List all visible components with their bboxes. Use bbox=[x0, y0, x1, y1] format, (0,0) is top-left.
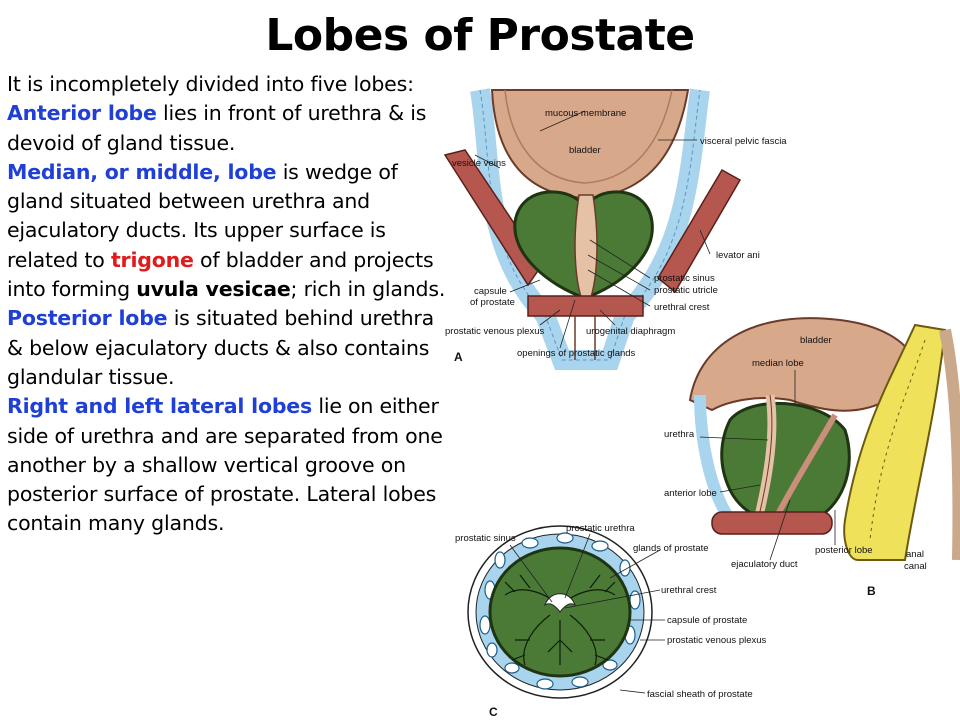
median-lobe-paragraph: Median, or middle, lobe is wedge of glan… bbox=[7, 158, 452, 304]
fig-a-label-venous-plexus: prostatic venous plexus bbox=[445, 326, 545, 337]
fig-a-leader-plexus bbox=[539, 309, 561, 326]
slide-title: Lobes of Prostate bbox=[265, 10, 695, 61]
fig-a-leader-openings bbox=[559, 299, 576, 349]
fig-a-membranous-urethra bbox=[574, 316, 596, 360]
fig-a-leader-levator bbox=[699, 229, 711, 255]
fig-c-leader-sinus bbox=[509, 544, 553, 603]
fig-c-label-capsule: capsule of prostate bbox=[667, 615, 747, 626]
fig-c-label-urethral-crest: urethral crest bbox=[661, 585, 717, 596]
fig-a-label-prostatic-utricle: prostatic utricle bbox=[654, 285, 718, 296]
posterior-lobe-text: is situated behind urethra & below ejacu… bbox=[7, 306, 434, 389]
fig-b-label-bladder: bladder bbox=[800, 335, 832, 346]
fig-b-rectum-folds bbox=[869, 339, 926, 541]
figure-c: prostatic sinus prostatic urethra glands… bbox=[455, 523, 767, 719]
posterior-lobe-paragraph: Posterior lobe is situated behind urethr… bbox=[7, 304, 452, 392]
fig-a-label-visceral-fascia: visceral pelvic fascia bbox=[700, 136, 787, 147]
lateral-lobes-term: Right and left lateral lobes bbox=[7, 394, 313, 419]
fig-a-label-capsule-2: of prostate bbox=[470, 297, 515, 308]
fig-b-label-posterior-lobe: posterior lobe bbox=[815, 545, 873, 556]
fig-a-label-vesicle-veins: vesicle veins bbox=[452, 158, 506, 169]
fig-a-label-levator-ani: levator ani bbox=[716, 250, 760, 261]
fig-a-urogenital-diaphragm bbox=[527, 295, 644, 317]
fig-c-letter: C bbox=[489, 705, 498, 719]
figure-b: bladder median lobe urethra anterior lob… bbox=[664, 317, 960, 598]
fig-a-label-capsule-1: capsule bbox=[474, 286, 507, 297]
fig-a-label-prostatic-sinus: prostatic sinus bbox=[654, 273, 715, 284]
fig-b-label-urethra: urethra bbox=[664, 429, 695, 440]
fig-b-label-median-lobe: median lobe bbox=[752, 358, 804, 369]
fig-c-label-prostatic-urethra: prostatic urethra bbox=[566, 523, 635, 534]
fig-a-label-urogenital-diaphragm: urogenital diaphragm bbox=[586, 326, 675, 337]
intro-paragraph: It is incompletely divided into five lob… bbox=[7, 72, 414, 96]
fig-a-mucous-membrane bbox=[504, 89, 673, 184]
fig-b-fascia bbox=[694, 394, 736, 524]
fig-c-label-fascial-sheath: fascial sheath of prostate bbox=[647, 689, 753, 700]
fig-b-leader-anterior bbox=[719, 484, 761, 493]
fig-a-leader-capsule bbox=[509, 279, 541, 293]
trigone-term: trigone bbox=[110, 247, 194, 272]
fig-b-label-anterior-lobe: anterior lobe bbox=[664, 488, 717, 499]
fig-a-fascia-veins bbox=[479, 89, 701, 361]
fig-b-urethra-edge bbox=[757, 394, 773, 521]
lateral-lobes-paragraph: Right and left lateral lobes lie on eith… bbox=[7, 392, 452, 538]
fig-b-ejaculatory-duct bbox=[772, 413, 838, 522]
figure-a: mucous membrane bladder visceral pelvic … bbox=[443, 88, 787, 370]
anterior-lobe-text: lies in front of urethra & is devoid of … bbox=[7, 101, 427, 155]
fig-a-leader-sinus bbox=[587, 239, 651, 307]
fig-a-label-openings: openings of prostatic glands bbox=[517, 348, 636, 359]
fig-c-leader-urethra bbox=[564, 533, 591, 599]
fig-a-leader-veins bbox=[474, 154, 501, 169]
median-lobe-text: is wedge of gland situated between ureth… bbox=[7, 159, 398, 272]
lateral-lobes-text: lie on either side of urethra and are se… bbox=[7, 394, 443, 536]
fig-b-urogenital-diaphragm bbox=[711, 511, 833, 535]
fig-b-leader-urethra bbox=[699, 436, 769, 441]
lobes-description: It is incompletely divided into five lob… bbox=[7, 70, 452, 539]
fig-a-label-urethral-crest: urethral crest bbox=[654, 302, 710, 313]
median-lobe-term: Median, or middle, lobe bbox=[7, 159, 277, 184]
fig-c-urethra bbox=[544, 593, 576, 613]
fig-a-leader-diaphragm bbox=[599, 309, 616, 326]
fig-b-leader-ejaculatory bbox=[769, 499, 791, 561]
fig-b-label-anal-1: anal bbox=[906, 549, 924, 560]
fig-a-letter: A bbox=[454, 350, 463, 364]
anterior-lobe-paragraph: Anterior lobe lies in front of urethra &… bbox=[7, 99, 452, 158]
fig-a-label-bladder: bladder bbox=[569, 145, 601, 156]
fig-c-leader-glands bbox=[609, 549, 661, 579]
fig-b-label-anal-2: canal bbox=[904, 561, 927, 572]
fig-c-leader-crest bbox=[564, 589, 661, 609]
fig-a-leader-mucous bbox=[539, 110, 586, 132]
median-lobe-text-3: ; rich in glands. bbox=[290, 277, 446, 302]
fig-c-label-venous-plexus: prostatic venous plexus bbox=[667, 635, 767, 646]
fig-b-rectum bbox=[843, 323, 947, 561]
fig-a-label-mucous-membrane: mucous membrane bbox=[545, 108, 626, 119]
fig-b-label-ejaculatory-duct: ejaculatory duct bbox=[731, 559, 798, 570]
median-lobe-text-2: of bladder and projects into forming bbox=[7, 247, 434, 302]
uvula-vesicae-term: uvula vesicae bbox=[136, 277, 291, 302]
fig-b-letter: B bbox=[867, 584, 876, 598]
fig-a-urethra bbox=[574, 194, 598, 301]
fig-b-posterior-wall bbox=[939, 328, 960, 561]
fig-c-label-glands: glands of prostate bbox=[633, 543, 709, 554]
fig-c-label-prostatic-sinus: prostatic sinus bbox=[455, 533, 516, 544]
posterior-lobe-term: Posterior lobe bbox=[7, 306, 168, 331]
anterior-lobe-term: Anterior lobe bbox=[7, 101, 157, 126]
fig-a-levator-ani-right bbox=[657, 168, 742, 294]
fig-c-leader-sheath bbox=[619, 689, 646, 694]
